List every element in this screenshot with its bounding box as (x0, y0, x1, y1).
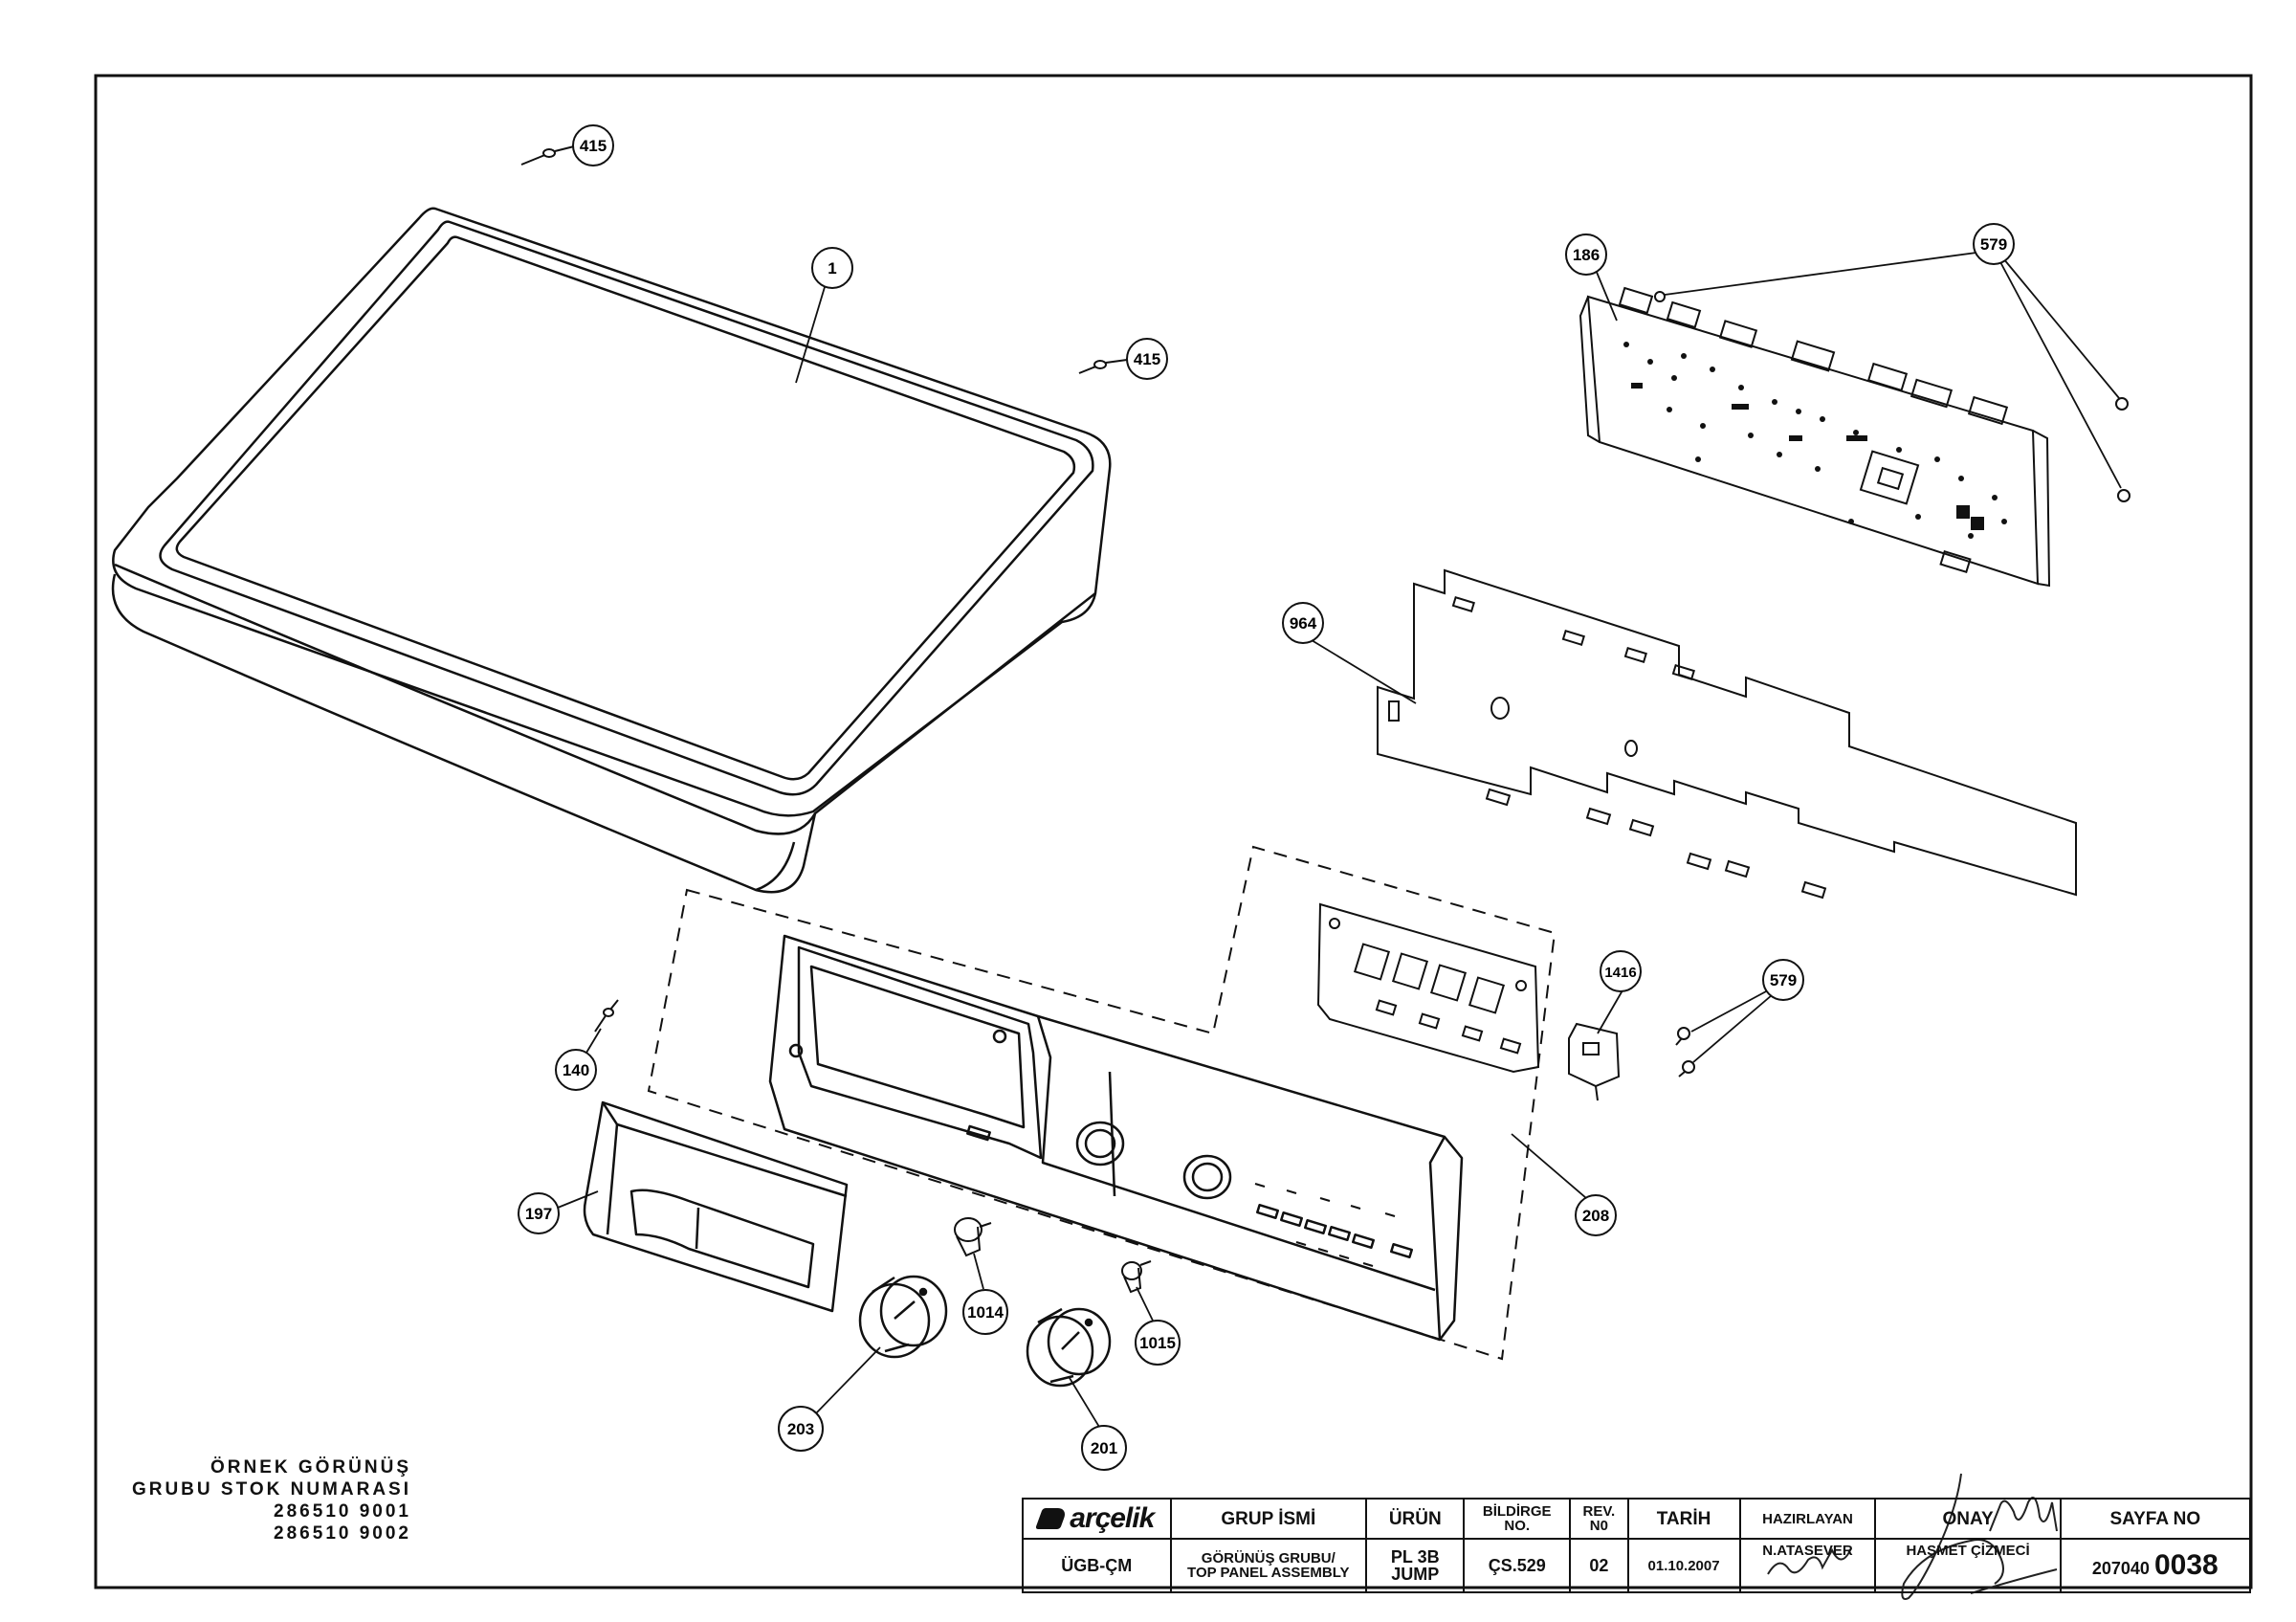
svg-text:1015: 1015 (1139, 1334, 1176, 1352)
svg-text:1014: 1014 (967, 1303, 1004, 1322)
callout-415-top: 415 (572, 124, 614, 167)
svg-text:1: 1 (828, 259, 836, 278)
callout-186: 186 (1565, 233, 1607, 276)
value-notice-no: ÇS.529 (1463, 1538, 1572, 1593)
brand-logo: arçelik (1022, 1498, 1172, 1540)
product-line1: PL 3B (1390, 1547, 1440, 1566)
drawing-border (94, 74, 2253, 1589)
leader-1416 (1597, 989, 1623, 1034)
product-line2: JUMP (1391, 1565, 1440, 1584)
panel-indicator-dashes (1254, 1183, 1396, 1267)
header-rev-no: REV. N0 (1569, 1498, 1629, 1540)
callout-1416: 1416 (1600, 950, 1642, 992)
svg-text:579: 579 (1770, 971, 1797, 989)
group-208-boundary (647, 845, 1556, 1361)
part-drawer-197 (583, 1100, 849, 1313)
header-prepared-by: HAZIRLAYAN (1738, 1498, 1877, 1540)
header-approval: ONAY (1874, 1498, 2062, 1540)
svg-text:201: 201 (1091, 1439, 1117, 1457)
screws-579-top (1654, 291, 2130, 502)
callout-197: 197 (518, 1192, 560, 1234)
leader-203 (814, 1346, 881, 1415)
group-name-line1: GÖRÜNÜŞ GRUBU/ (1201, 1550, 1336, 1566)
part-1015 (1121, 1260, 1152, 1294)
svg-text:1416: 1416 (1604, 965, 1636, 981)
value-prepared-by: N.ATASEVER (1738, 1538, 1877, 1593)
value-group-name: GÖRÜNÜŞ GRUBU/ TOP PANEL ASSEMBLY (1169, 1538, 1368, 1593)
page-prefix: 207040 (2091, 1559, 2150, 1578)
screws-579-mid (1675, 1027, 1695, 1078)
screw-140 (594, 999, 619, 1033)
part-pcb-186 (1578, 286, 2051, 588)
svg-text:415: 415 (1134, 350, 1160, 368)
svg-text:203: 203 (787, 1420, 814, 1438)
value-dept: ÜGB-ÇM (1022, 1538, 1172, 1593)
svg-text:579: 579 (1980, 235, 2007, 254)
callout-415-right: 415 (1126, 338, 1168, 380)
leader-579-d (1690, 989, 1769, 1033)
page-number: 0038 (2153, 1549, 2219, 1581)
pcb-components (1623, 342, 2007, 539)
brand-name: arçelik (1070, 1502, 1155, 1534)
header-notice-no: BİLDİRGE NO. (1463, 1498, 1572, 1540)
callout-579-mid: 579 (1762, 959, 1804, 1001)
part-control-panel (768, 934, 1464, 1342)
leader-1015 (1136, 1286, 1154, 1322)
svg-text:964: 964 (1290, 614, 1317, 633)
value-rev-no: 02 (1569, 1538, 1629, 1593)
callout-1015: 1015 (1135, 1320, 1181, 1366)
leader-1 (795, 286, 826, 384)
callout-1: 1 (811, 247, 853, 289)
leader-186 (1595, 269, 1618, 322)
svg-text:140: 140 (563, 1061, 589, 1079)
callout-201: 201 (1081, 1425, 1127, 1471)
screw-415-top (520, 145, 575, 166)
header-group-name: GRUP İSMİ (1169, 1498, 1368, 1540)
header-page-no: SAYFA NO (2059, 1498, 2252, 1540)
callout-140: 140 (555, 1049, 597, 1091)
sample-note-subtitle: GRUBU STOK NUMARASI (131, 1479, 411, 1500)
part-knob-1014 (954, 1217, 992, 1257)
leader-1014 (973, 1253, 984, 1290)
title-block: arçelik GRUP İSMİ ÜRÜN BİLDİRGE NO. REV.… (1022, 1498, 2252, 1593)
callout-208: 208 (1575, 1194, 1617, 1236)
part-insulation-964 (1377, 568, 2077, 900)
value-approval: HAŞMET ÇİZMECİ (1874, 1538, 2062, 1593)
part-1416 (1568, 1022, 1621, 1101)
callout-203: 203 (778, 1406, 824, 1452)
leader-964 (1306, 636, 1417, 704)
part-knob-201 (1026, 1307, 1112, 1388)
leader-579-c (1998, 259, 2122, 489)
screw-415-right (1078, 359, 1128, 374)
stock-number-1: 286510 9001 (274, 1501, 411, 1522)
header-date: TARİH (1626, 1498, 1741, 1540)
value-date: 01.10.2007 (1626, 1538, 1741, 1593)
callout-964: 964 (1282, 602, 1324, 644)
sample-note-title: ÖRNEK GÖRÜNÜŞ (210, 1457, 411, 1478)
svg-text:415: 415 (580, 137, 607, 155)
svg-text:197: 197 (525, 1205, 552, 1223)
leader-201 (1069, 1377, 1103, 1433)
callout-1014: 1014 (962, 1289, 1008, 1335)
part-switch-holder (1316, 902, 1540, 1074)
part-knob-203 (858, 1275, 948, 1359)
part-top-panel (111, 207, 1112, 894)
brand-mark-icon (1035, 1508, 1069, 1529)
leader-579-e (1692, 994, 1773, 1063)
stock-number-2: 286510 9002 (274, 1523, 411, 1544)
svg-text:208: 208 (1582, 1207, 1609, 1225)
svg-text:186: 186 (1573, 246, 1600, 264)
leader-579-a (1664, 252, 1977, 296)
group-name-line2: TOP PANEL ASSEMBLY (1187, 1565, 1350, 1581)
callout-579-top: 579 (1973, 223, 2015, 265)
leader-579-b (2002, 257, 2120, 399)
header-product: ÜRÜN (1365, 1498, 1466, 1540)
leader-208 (1511, 1133, 1594, 1205)
value-product: PL 3B JUMP (1365, 1538, 1466, 1593)
value-page-no: 207040 0038 (2059, 1538, 2252, 1593)
leader-197 (557, 1190, 599, 1209)
